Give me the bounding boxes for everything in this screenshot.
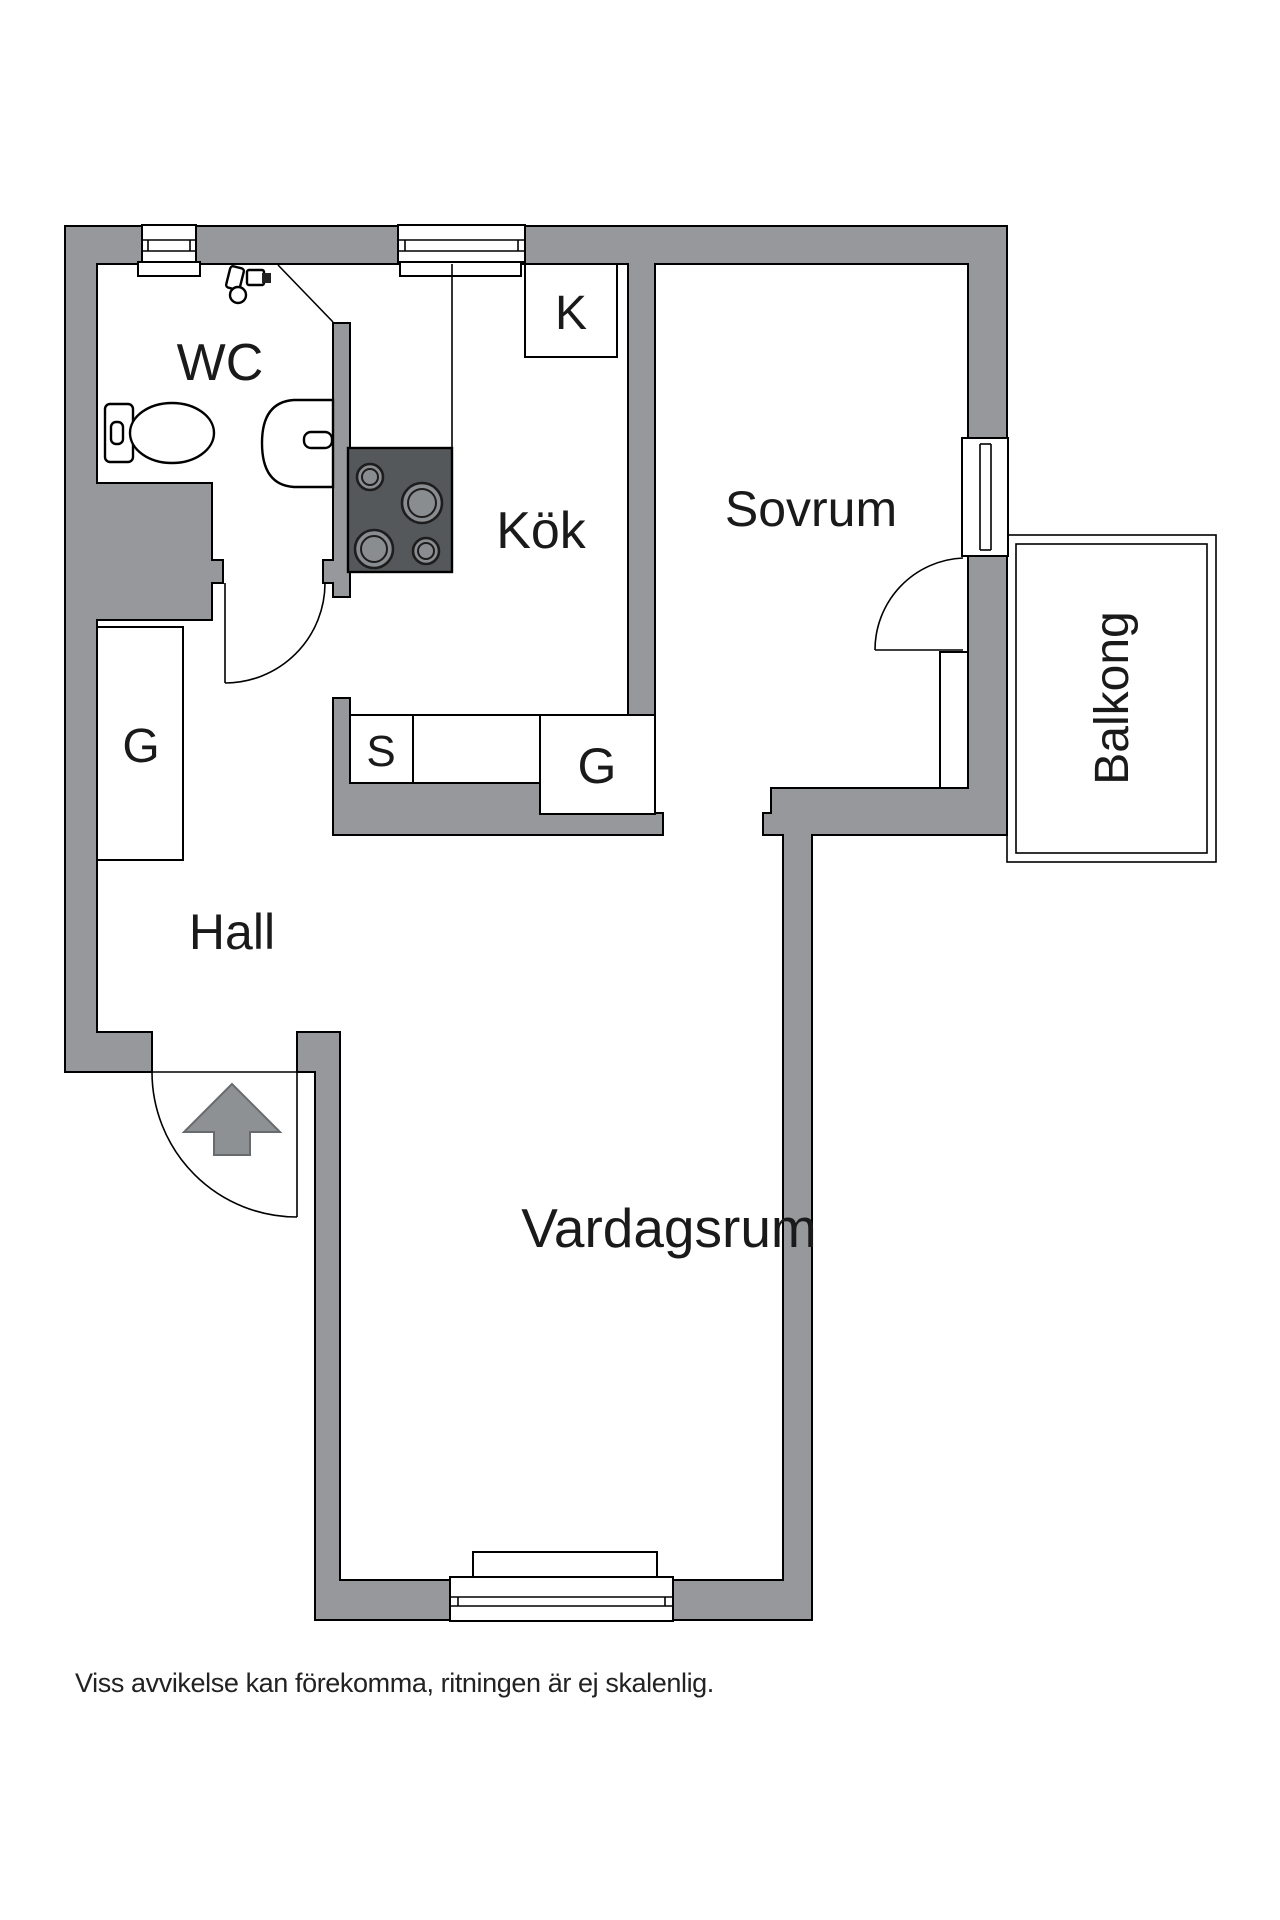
entrance-arrow-icon bbox=[181, 1082, 283, 1156]
s-cabinet-box bbox=[349, 714, 414, 784]
wc-kitchen-door bbox=[277, 264, 334, 323]
kitchen-window-frame bbox=[397, 224, 526, 263]
wc-kitchen-divider-wall bbox=[322, 322, 351, 598]
entrance-door-swing bbox=[151, 1071, 298, 1218]
kitchen-window bbox=[397, 224, 526, 277]
stove-icon bbox=[346, 446, 454, 574]
hall-wardrobe-box bbox=[96, 626, 184, 861]
bedroom-radiator bbox=[939, 651, 969, 789]
wc-window bbox=[137, 224, 201, 277]
wc-kitchen-door-leaf bbox=[277, 264, 334, 323]
toilet-icon bbox=[103, 401, 216, 465]
room-label-hall: Hall bbox=[189, 904, 275, 960]
wc-door bbox=[224, 582, 326, 684]
washbasin-icon bbox=[260, 398, 335, 489]
burner-small-tl bbox=[355, 462, 385, 492]
middle-cabinet-box bbox=[412, 714, 541, 784]
kitchen-window-sill bbox=[399, 261, 522, 277]
balcony-door-frame bbox=[961, 437, 1009, 557]
balcony-inner-rail bbox=[1015, 543, 1208, 854]
entrance-door bbox=[151, 1071, 298, 1218]
wc-window-sill bbox=[137, 261, 201, 277]
wc-door-swing bbox=[224, 582, 326, 684]
balcony bbox=[1006, 534, 1217, 863]
burner-small-br bbox=[411, 536, 441, 566]
balcony-outer-rail bbox=[1006, 534, 1217, 863]
fridge-label: K bbox=[555, 287, 587, 340]
fridge-box bbox=[524, 263, 618, 358]
living-room-window-frame bbox=[449, 1576, 674, 1622]
balcony-door-window bbox=[961, 437, 1009, 557]
g-cabinet-kitchen-label: G bbox=[578, 738, 617, 794]
caption: Viss avvikelse kan förekomma, ritningen … bbox=[75, 1668, 714, 1698]
g-cabinet-hall-label: G bbox=[122, 720, 159, 773]
room-label-wc: WC bbox=[177, 334, 264, 392]
wc-window-frame bbox=[141, 224, 197, 263]
balcony-door-swing bbox=[874, 557, 964, 651]
kitchen-wardrobe-box bbox=[539, 714, 656, 815]
room-label-bedroom: Sovrum bbox=[725, 481, 897, 537]
room-label-kitchen: Kök bbox=[496, 502, 587, 560]
faucet-icon bbox=[224, 265, 271, 305]
room-label-balcony: Balkong bbox=[1086, 611, 1139, 784]
balcony-door bbox=[874, 557, 964, 651]
living-room-window-sill bbox=[472, 1551, 658, 1580]
living-room-window bbox=[449, 1551, 674, 1622]
faucet-handle bbox=[262, 273, 271, 283]
room-label-living-room: Vardagsrum bbox=[521, 1197, 817, 1259]
s-cabinet-label: S bbox=[366, 727, 395, 776]
